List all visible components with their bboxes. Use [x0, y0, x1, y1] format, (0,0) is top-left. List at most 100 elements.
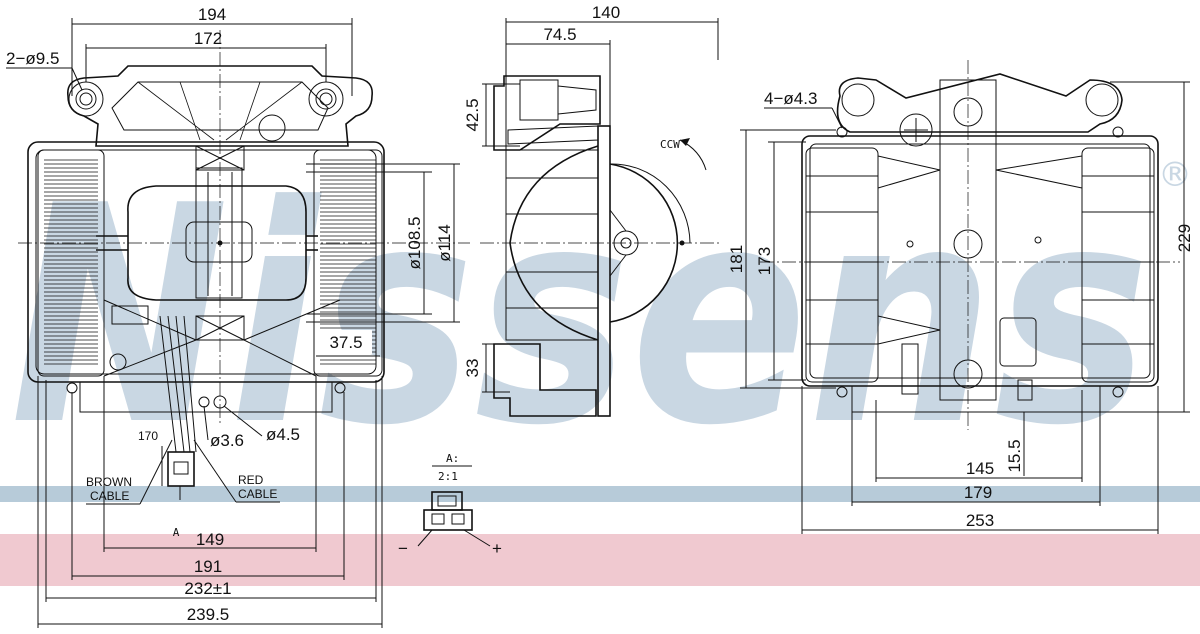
front-lower-bracing	[103, 299, 341, 377]
leader	[71, 67, 83, 91]
front-rib	[239, 81, 261, 141]
rear-bracing	[877, 315, 941, 345]
rear-small-hole	[836, 386, 848, 398]
front-connector-plug	[167, 451, 195, 487]
side-wheel-arc	[609, 163, 691, 244]
rear-panel-right	[1081, 147, 1155, 383]
side-lower-block	[493, 343, 597, 417]
front-view: 194 172 2−ø9.5 ø108.5 ø114 37.5 ø3.6 ø4.…	[6, 5, 470, 628]
front-boss	[258, 114, 286, 142]
label-red-cable-line2: CABLE	[238, 487, 277, 501]
dim-height-229: 229	[1175, 224, 1194, 252]
label-brown-cable-line2: CABLE	[90, 489, 129, 503]
leader	[193, 439, 237, 503]
rear-point	[1034, 236, 1042, 244]
front-housing-inner	[35, 149, 377, 375]
side-housing-curve	[509, 145, 599, 341]
mount-hole-left	[68, 81, 104, 117]
front-connector-plug-pin	[173, 461, 189, 475]
rear-mount-hole-left	[841, 83, 875, 117]
dim-wheel-width: 37.5	[329, 333, 362, 352]
front-small-hole-a	[198, 396, 210, 408]
front-connector-clip	[111, 305, 149, 325]
rear-slot	[901, 343, 919, 395]
front-housing	[27, 141, 385, 383]
mount-hole-right	[308, 81, 344, 117]
detail-a-view: A: 2:1 − +	[398, 452, 502, 558]
dim-motor-dia-outer: ø114	[435, 224, 454, 262]
leader	[203, 405, 209, 441]
dim-depth-74: 74.5	[543, 25, 576, 44]
dim-width-149: 149	[196, 530, 224, 549]
front-wheel-left	[37, 149, 105, 377]
rear-mount-frame	[836, 73, 1123, 133]
detail-title: A:	[446, 452, 459, 465]
side-connector-block	[493, 75, 601, 151]
front-rib	[225, 81, 303, 141]
side-connector-plug	[557, 85, 597, 115]
dim-width-top: 194	[198, 5, 226, 24]
dim-height-181: 181	[727, 245, 746, 273]
dim-depth-total: 140	[592, 3, 620, 22]
dim-width-232: 232±1	[184, 579, 231, 598]
dim-width-145: 145	[966, 459, 994, 478]
dim-width-239: 239.5	[187, 605, 230, 624]
side-wheel-point	[679, 240, 685, 246]
leader	[831, 107, 843, 129]
front-foot-hole-right	[334, 382, 346, 394]
rear-spine-boss	[953, 97, 983, 127]
rear-spine-boss	[953, 359, 983, 389]
side-mount-plate	[597, 125, 611, 417]
dim-rear-holes: 4−ø4.3	[764, 89, 817, 108]
rear-spine	[939, 79, 997, 401]
rear-small-hole	[1112, 126, 1124, 138]
front-lower-boss	[109, 353, 127, 371]
rear-housing-inner	[809, 143, 1151, 379]
leader	[139, 439, 173, 505]
front-motor-brush-bottom	[195, 315, 245, 341]
leader	[417, 529, 433, 547]
detail-connector-body	[423, 509, 473, 531]
dim-height-42: 42.5	[463, 98, 482, 131]
rear-mount-hole-right	[1085, 83, 1119, 117]
side-hub-inner	[620, 237, 632, 249]
side-wheel-outline	[609, 163, 679, 323]
dim-height-15: 15.5	[1005, 439, 1024, 472]
side-rotation-label: CCW	[660, 138, 680, 151]
dim-front-holes: 2−ø9.5	[6, 49, 59, 68]
label-brown-cable-line1: BROWN	[86, 475, 132, 489]
rear-housing	[801, 135, 1159, 387]
rear-small-hole	[1112, 386, 1124, 398]
detail-connector-latch	[437, 495, 457, 507]
label-detail-ref: A	[173, 526, 180, 539]
front-rib	[179, 81, 201, 141]
dim-height-33: 33	[463, 359, 482, 378]
side-view: CCW 140 74.5 42.5 33	[463, 3, 720, 417]
rear-ribs	[806, 175, 1154, 345]
side-rotation-arrowhead	[680, 138, 690, 146]
front-motor-brush-top	[195, 145, 245, 171]
rear-cross-boss	[899, 113, 933, 147]
front-wheel-right	[313, 149, 383, 377]
label-red-cable-line1: RED	[238, 473, 264, 487]
side-rotation-arrow	[679, 139, 707, 171]
detail-scale: 2:1	[438, 470, 458, 483]
dim-hole-small-b: ø4.5	[266, 425, 300, 444]
rear-bracing	[877, 155, 1083, 189]
side-spoke	[609, 209, 627, 232]
leader	[463, 529, 491, 547]
front-base	[79, 382, 333, 413]
dim-hole-small-a: ø3.6	[210, 431, 244, 450]
rear-base	[851, 386, 1101, 413]
leader	[223, 405, 263, 437]
rear-spine-boss	[953, 229, 983, 259]
front-small-hole-b	[213, 395, 227, 409]
side-spoke	[609, 254, 627, 277]
rear-view: 4−ø4.3 181 173 229 15.5 145 179 253	[727, 60, 1194, 534]
dim-width-179: 179	[964, 483, 992, 502]
side-connector	[519, 79, 559, 121]
side-bracket-top	[507, 125, 599, 145]
dim-motor-dia-inner: ø108.5	[405, 217, 424, 270]
dim-width-191: 191	[194, 557, 222, 576]
